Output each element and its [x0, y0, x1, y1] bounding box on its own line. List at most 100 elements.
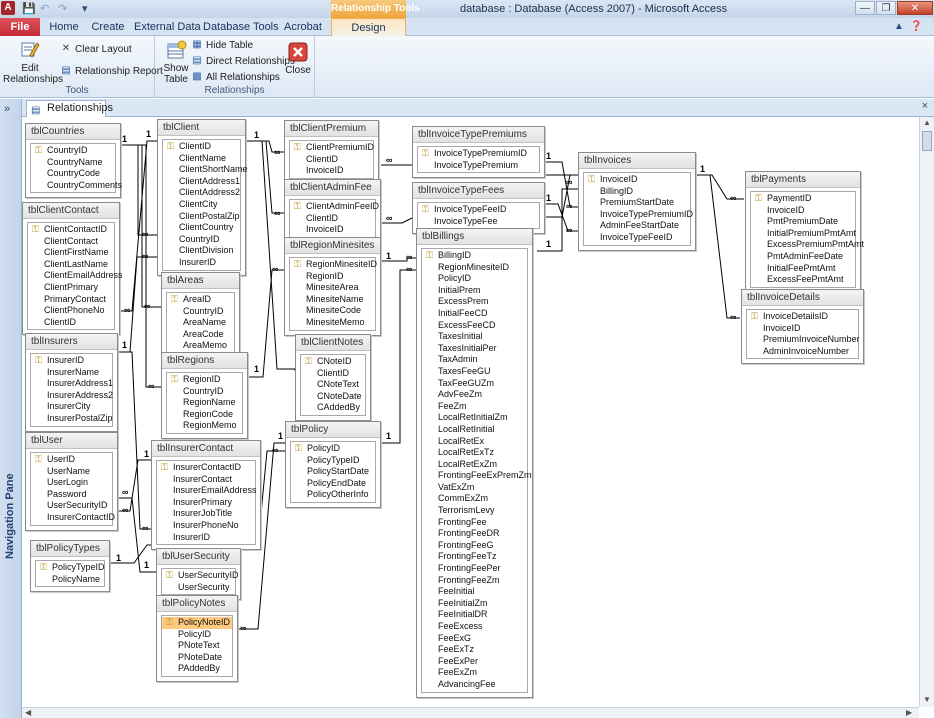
table-title[interactable]: tblClientNotes — [296, 335, 370, 351]
field-row[interactable]: CountryID — [179, 233, 220, 244]
field-row[interactable]: PolicyStartDate — [307, 466, 370, 477]
relationship-line[interactable] — [696, 174, 744, 200]
table-title[interactable]: tblPayments — [746, 172, 860, 188]
field-row[interactable]: CountryID — [183, 385, 224, 396]
field-row[interactable]: AdvFeeZm — [438, 389, 483, 400]
relationship-line[interactable] — [381, 257, 418, 262]
primary-key-field[interactable]: ⚿PolicyTypeID — [36, 562, 105, 574]
field-row[interactable]: InsurerName — [47, 366, 100, 377]
field-row[interactable]: UserName — [47, 465, 91, 476]
field-row[interactable]: FrontingFeeDR — [438, 528, 500, 539]
field-row[interactable]: ClientPrimary — [44, 281, 99, 292]
horizontal-scrollbar[interactable]: ◀ ▶ — [22, 707, 919, 718]
tab-file[interactable]: File — [0, 18, 40, 36]
field-row[interactable]: PolicyOtherInfo — [307, 489, 369, 500]
primary-key-field[interactable]: ⚿InvoiceTypeFeeID — [418, 204, 539, 216]
field-row[interactable]: ClientPostalZip — [179, 210, 240, 221]
primary-key-field[interactable]: ⚿PaymentID — [751, 193, 855, 205]
field-row[interactable]: ClientFirstName — [44, 247, 109, 258]
field-row[interactable]: TerrorismLevy — [438, 505, 495, 516]
minimize-icon[interactable]: — — [855, 1, 875, 15]
field-row[interactable]: ClientID — [306, 153, 339, 164]
field-row[interactable]: BillingID — [600, 185, 634, 196]
primary-key-field[interactable]: ⚿ClientID — [163, 141, 240, 153]
field-row[interactable]: InsurerAddress1 — [47, 378, 114, 389]
edit-relationships-button[interactable]: Edit Relationships — [3, 39, 63, 85]
field-row[interactable]: ClientShortName — [179, 164, 248, 175]
field-row[interactable]: ClientCity — [179, 198, 218, 209]
hide-table-button[interactable]: ▦ Hide Table — [191, 39, 253, 51]
primary-key-field[interactable]: ⚿UserID — [31, 454, 112, 466]
field-row[interactable]: FeeExPer — [438, 655, 479, 666]
access-app-icon[interactable]: A — [1, 1, 15, 15]
field-row[interactable]: ClientID — [306, 212, 339, 223]
field-row[interactable]: PolicyEndDate — [307, 477, 367, 488]
primary-key-field[interactable]: ⚿ClientContactID — [28, 224, 114, 236]
field-row[interactable]: FrontingFee — [438, 516, 487, 527]
field-row[interactable]: MinesiteMemo — [306, 316, 365, 327]
field-row[interactable]: RegionName — [183, 397, 236, 408]
field-row[interactable]: InsurerContactID — [47, 511, 116, 522]
field-row[interactable]: FeeExTz — [438, 644, 475, 655]
table-title[interactable]: tblUser — [26, 433, 117, 449]
field-row[interactable]: PolicyName — [52, 573, 101, 584]
tab-create[interactable]: Create — [91, 21, 125, 33]
relationship-line[interactable] — [542, 161, 578, 208]
relationship-line[interactable] — [118, 144, 163, 388]
field-row[interactable]: InitialPrem — [438, 284, 481, 295]
field-row[interactable]: LocalRetInitialZm — [438, 412, 508, 423]
field-row[interactable]: CountryComments — [47, 179, 123, 190]
field-row[interactable]: PmtPremiumDate — [767, 216, 839, 227]
table-title[interactable]: tblClientAdminFee — [285, 180, 380, 196]
field-row[interactable]: RegionMemo — [183, 420, 237, 431]
field-row[interactable]: InitialFeeCD — [438, 307, 488, 318]
field-row[interactable]: FeeExZm — [438, 667, 478, 678]
table-title[interactable]: tblPolicyNotes — [157, 596, 237, 612]
field-row[interactable]: ClientLastName — [44, 258, 109, 269]
field-row[interactable]: PremiumInvoiceNumber — [763, 334, 860, 345]
direct-relationships-button[interactable]: ▤ Direct Relationships — [191, 55, 295, 67]
field-row[interactable]: InvoiceTypeFeeID — [600, 231, 673, 242]
field-row[interactable]: FeeExG — [438, 632, 472, 643]
field-row[interactable]: ClientAddress2 — [179, 187, 241, 198]
field-row[interactable]: PAddedBy — [178, 663, 220, 674]
vertical-scrollbar[interactable]: ▲ ▼ — [919, 117, 934, 707]
field-row[interactable]: PolicyID — [438, 273, 472, 284]
field-row[interactable]: AdminInvoiceNumber — [763, 345, 850, 356]
relationships-canvas[interactable]: 1 ∞ ∞ 1 ∞ 1 ∞ 1 ∞ 1 ∞ 1 ∞ 1 ∞ ∞ ∞ 1 ∞ ∞ … — [22, 117, 919, 707]
field-row[interactable]: ExcessFeePmtAmt — [767, 274, 844, 285]
primary-key-field[interactable]: ⚿UserSecurityID — [162, 570, 239, 582]
field-row[interactable]: ClientID — [317, 367, 350, 378]
table-title[interactable]: tblInvoiceDetails — [742, 290, 863, 306]
primary-key-field[interactable]: ⚿InvoiceID — [584, 174, 690, 186]
field-row[interactable]: FrontingFeeZm — [438, 574, 500, 585]
table-title[interactable]: tblUserSecurity — [157, 549, 240, 565]
field-row[interactable]: ClientAddress1 — [179, 175, 241, 186]
primary-key-field[interactable]: ⚿CNoteID — [301, 356, 365, 368]
field-row[interactable]: PrimaryContact — [44, 293, 107, 304]
field-row[interactable]: InvoiceTypePremiumID — [600, 208, 694, 219]
relationship-line[interactable] — [118, 459, 153, 512]
